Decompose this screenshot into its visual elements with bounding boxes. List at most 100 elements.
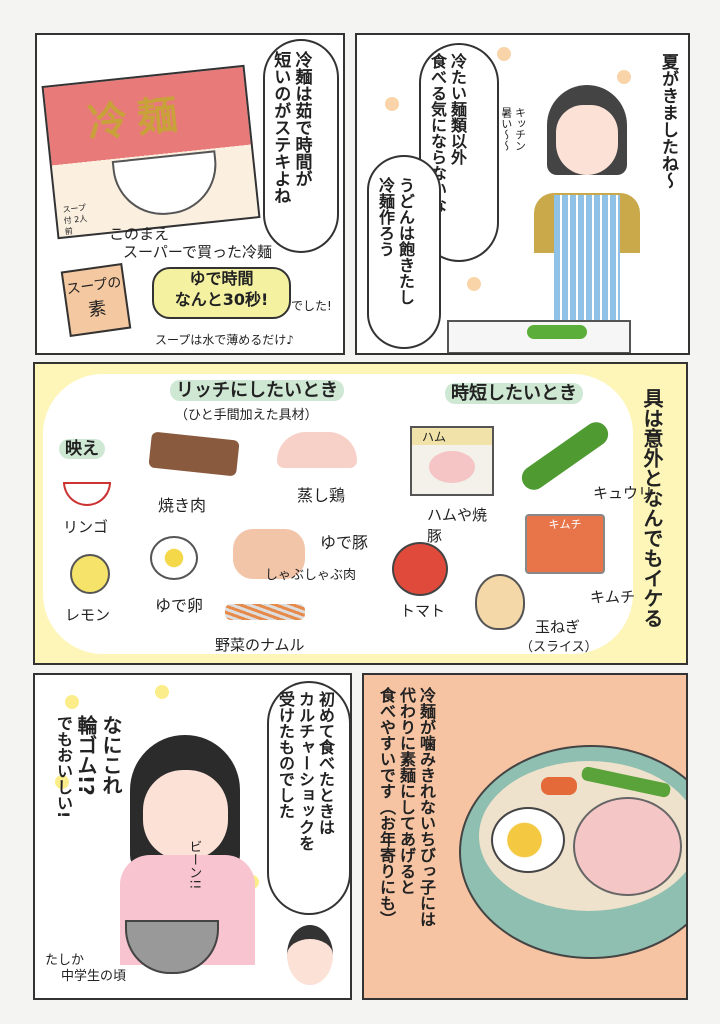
steamed-chicken-illustration — [277, 432, 357, 468]
bowl — [125, 920, 219, 974]
speech-text-1: 冷たい麺類以外 食べる気にならないな — [427, 53, 467, 213]
noodle-bowl-illustration — [111, 150, 222, 220]
decor-dot — [155, 685, 169, 699]
onion-note: （スライス） — [520, 640, 598, 655]
decor-dot — [385, 97, 399, 111]
sound-effect: ビーン!! — [186, 840, 202, 890]
woman-figure — [532, 75, 642, 345]
onion-label: 玉ねぎ — [535, 618, 581, 636]
egg — [491, 807, 565, 873]
highlight-suffix: でした! — [291, 299, 332, 313]
narrator-face — [287, 925, 333, 985]
noodle-package: 冷麺 スープ付 2人前 — [41, 64, 261, 240]
cucumber — [527, 325, 587, 339]
speech-text-2: うどんは飽きたし 冷麺作ろう — [375, 177, 415, 305]
speech-line: 冷麺は茹で時間が — [291, 51, 312, 187]
narration-line: 代わりに素麺にしてあげると — [397, 687, 416, 895]
speech-text: 初めて食べたときは カルチャーショックを 受けたものでした — [275, 691, 335, 851]
caption-line: スーパーで買った冷麺 — [123, 243, 272, 261]
shout-line: でもおいしい! — [54, 715, 73, 819]
caption: このまえ スーパーで買った冷麺 — [109, 225, 272, 261]
aside-line: 暑い〜〜 — [499, 107, 513, 151]
decor-dot — [467, 277, 481, 291]
tomato-label: トマト — [400, 602, 446, 620]
photo-label: 映え — [59, 434, 105, 459]
soup-packet: スープの 素 — [60, 263, 132, 337]
lemon-illustration — [70, 554, 110, 594]
narration: 冷麺が噛みきれないちびっ子には 代わりに素麺にしてあげると 食べやすいです（お年… — [376, 687, 436, 927]
boiled-egg-illustration — [150, 536, 198, 580]
speech-line: 初めて食べたときは — [316, 691, 335, 835]
quick-heading-text: 時短したいとき — [445, 383, 583, 404]
rich-subheading: （ひと手間加えた具材） — [175, 408, 318, 423]
shout-text: なにこれ 輪ゴム!? でもおいしい! — [53, 715, 123, 818]
aside-line: キッチン — [513, 107, 527, 151]
cucumber-label: キュウリ — [593, 484, 654, 502]
face — [556, 105, 618, 175]
caption-line: 中学生の頃 — [61, 968, 127, 984]
panel-1-package: 冷麺 スープ付 2人前 冷麺は茹で時間が 短いのがステキよね このまえ スーパー… — [35, 33, 345, 355]
speech-line: うどんは飽きたし — [396, 177, 415, 305]
shout-line: 輪ゴム!? — [74, 715, 98, 796]
narration-line: 食べやすいです（お年寄りにも） — [377, 687, 396, 927]
namul-illustration — [225, 604, 305, 620]
shabu-note: しゃぶしゃぶ肉 — [265, 568, 357, 583]
soup-note: スープは水で薄めるだけ♪ — [155, 333, 294, 347]
decor-dot — [55, 775, 69, 789]
reimen-bowl — [459, 745, 686, 959]
rich-heading-text: リッチにしたいとき — [170, 380, 344, 401]
aside-text: キッチン 暑い〜〜 — [499, 107, 527, 151]
onion-illustration — [475, 574, 525, 630]
narration-line: 夏がきましたね〜 — [658, 53, 678, 189]
speech-text: 冷麺は茹で時間が 短いのがステキよね — [269, 51, 312, 204]
decor-dot — [497, 47, 511, 61]
chashu-slice — [573, 797, 682, 896]
boiled-pork-illustration — [233, 529, 305, 579]
speech-line: 受けたものでした — [276, 691, 295, 819]
boiled-pork-label: ゆで豚 — [320, 533, 369, 552]
shout-line: なにこれ — [99, 715, 123, 795]
decor-dot — [617, 70, 631, 84]
ham-pack-label: ハム — [412, 428, 492, 445]
speech-bubble — [367, 155, 441, 349]
speech-line: 冷麺作ろう — [376, 177, 395, 257]
kimchi-topping — [541, 777, 577, 795]
speech-line: 冷たい麺類以外 — [448, 53, 467, 165]
apple-label: リンゴ — [63, 518, 109, 536]
kimchi-label: キムチ — [590, 588, 636, 606]
narration: 夏がきましたね〜 — [657, 53, 678, 189]
panel-2-kitchen: 夏がきましたね〜 キッチン 暑い〜〜 冷たい麺類以外 食べる気にならないな うど… — [355, 33, 690, 355]
namul-label: 野菜のナムル — [215, 636, 305, 654]
package-title: 冷麺 — [85, 91, 190, 148]
headline: 具は意外となんでもイケる — [639, 388, 664, 628]
speech-line: 短いのがステキよね — [270, 51, 291, 204]
tomato-illustration — [392, 542, 448, 596]
steamed-chicken-label: 蒸し鶏 — [297, 486, 346, 505]
rich-heading: リッチにしたいとき — [170, 376, 344, 402]
lemon-label: レモン — [65, 606, 111, 624]
ham-slice — [429, 451, 475, 483]
ham-label: ハムや焼豚 — [427, 506, 488, 545]
package-note: スープ付 2人前 — [62, 203, 88, 237]
panel-5-tip: 冷麺が噛みきれないちびっ子には 代わりに素麺にしてあげると 食べやすいです（お年… — [362, 673, 688, 1000]
grilled-meat-label: 焼き肉 — [158, 496, 207, 515]
speech-bubble — [263, 39, 339, 253]
kimchi-pack: キムチ — [525, 514, 605, 574]
panel-3-toppings: 具は意外となんでもイケる リッチにしたいとき （ひと手間加えた具材） 時短したい… — [33, 362, 688, 665]
speech-line: カルチャーショックを — [296, 691, 315, 851]
ham-pack: ハム — [410, 426, 494, 496]
caption: たしか 中学生の頃 — [45, 953, 126, 984]
highlight-line: ゆで時間 — [189, 269, 254, 288]
photo-label-text: 映え — [59, 439, 105, 459]
decor-dot — [65, 695, 79, 709]
highlight-line: なんと30秒! — [174, 289, 269, 309]
headline-line: 具は意外となんでもイケる — [640, 388, 664, 628]
caption-line: このまえ — [109, 225, 170, 243]
kimchi-pack-label: キムチ — [548, 518, 582, 531]
caption-line: たしか — [45, 953, 85, 968]
panel-4-memory: なにこれ 輪ゴム!? でもおいしい! ビーン!! 初めて食べたときは カルチャー… — [33, 673, 352, 1000]
quick-heading: 時短したいとき — [445, 379, 583, 405]
boiled-egg-label: ゆで卵 — [155, 596, 204, 615]
thought-bubble — [267, 681, 350, 915]
girl-face — [143, 770, 228, 860]
